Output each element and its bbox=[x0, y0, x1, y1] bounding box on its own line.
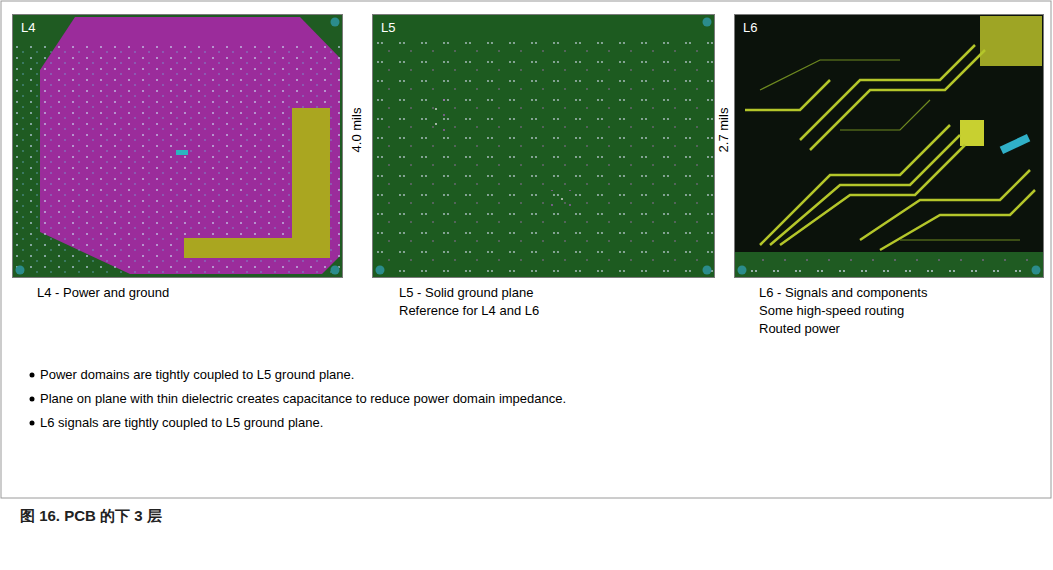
dielectric-thickness: 4.0 mils bbox=[350, 108, 364, 153]
panel-caption: L6 - Signals and componentsSome high-spe… bbox=[759, 284, 927, 338]
layer-l5-image bbox=[372, 14, 715, 278]
bullet-dots bbox=[30, 373, 35, 426]
caption-line: Routed power bbox=[759, 320, 927, 338]
caption-line: L4 - Power and ground bbox=[37, 284, 169, 302]
panel-caption: L5 - Solid ground planeReference for L4 … bbox=[399, 284, 539, 320]
bullet-note: Power domains are tightly coupled to L5 … bbox=[40, 366, 354, 384]
bullet-note: L6 signals are tightly coupled to L5 gro… bbox=[40, 414, 323, 432]
caption-line: Reference for L4 and L6 bbox=[399, 302, 539, 320]
layer-panel: L4L4 - Power and ground bbox=[12, 14, 343, 278]
layer-tag: L4 bbox=[21, 20, 35, 35]
layer-panel: L5L5 - Solid ground planeReference for L… bbox=[372, 14, 715, 278]
caption-line: L5 - Solid ground plane bbox=[399, 284, 539, 302]
layer-l4-image bbox=[12, 14, 343, 278]
caption-line: L6 - Signals and components bbox=[759, 284, 927, 302]
dielectric-thickness: 2.7 mils bbox=[717, 108, 731, 153]
figure-frame bbox=[1, 1, 1051, 498]
bullet-note: Plane on plane with thin dielectric crea… bbox=[40, 390, 566, 408]
figure-caption: 图 16. PCB 的下 3 层 bbox=[20, 507, 162, 526]
layer-tag: L6 bbox=[743, 20, 757, 35]
layer-tag: L5 bbox=[381, 20, 395, 35]
panel-caption: L4 - Power and ground bbox=[37, 284, 169, 302]
layer-l6-image bbox=[734, 14, 1044, 278]
layer-panel: L6L6 - Signals and componentsSome high-s… bbox=[734, 14, 1044, 278]
caption-line: Some high-speed routing bbox=[759, 302, 927, 320]
